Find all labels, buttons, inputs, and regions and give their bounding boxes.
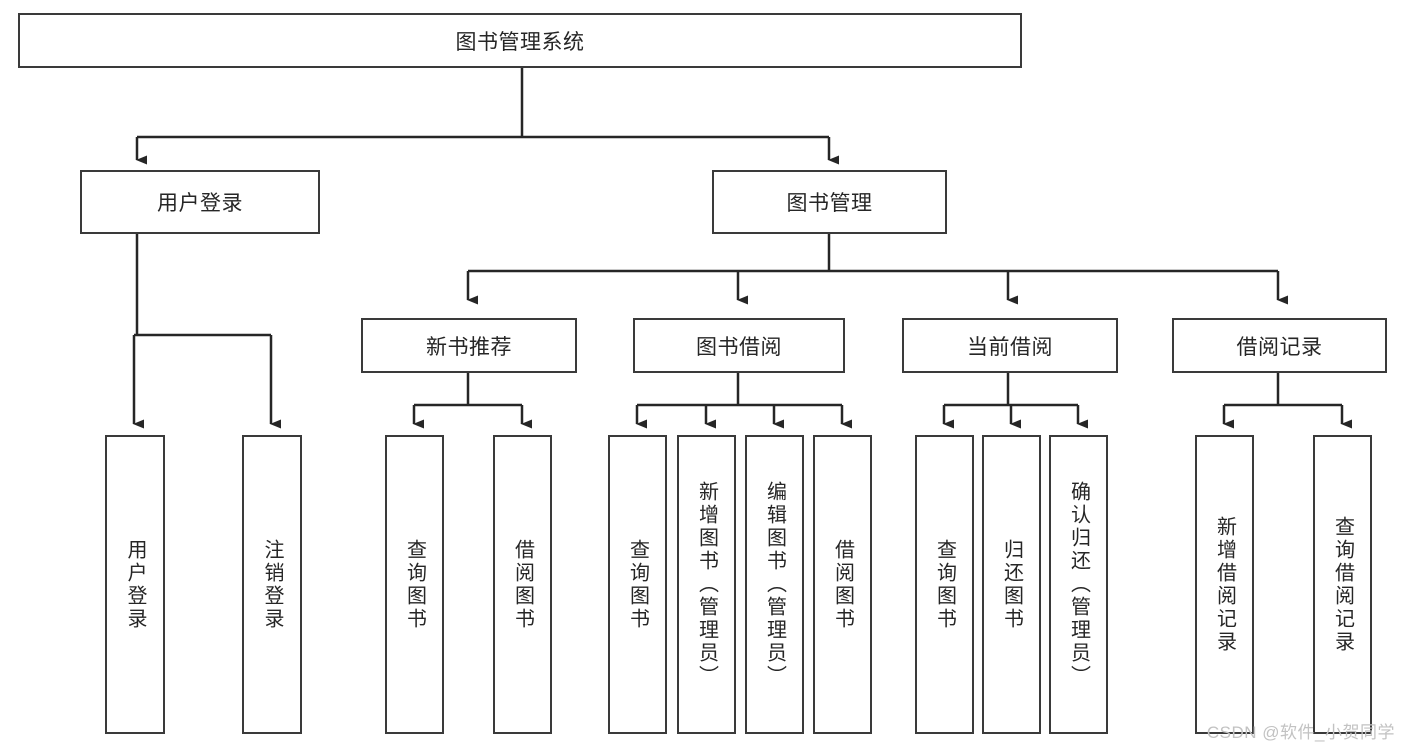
node-label: 图书借阅	[696, 335, 782, 359]
node-label: 查询图书	[626, 538, 649, 631]
node-book-borrow[interactable]: 图书借阅	[633, 318, 845, 373]
leaf-current-borrow-return[interactable]: 归还图书	[982, 435, 1041, 734]
leaf-book-borrow-edit[interactable]: 编辑图书（管理员）	[745, 435, 804, 734]
node-user-login[interactable]: 用户登录	[80, 170, 320, 234]
node-label: 查询借阅记录	[1331, 515, 1354, 654]
node-new-book-recommend[interactable]: 新书推荐	[361, 318, 577, 373]
node-label: 确认归还（管理员）	[1067, 481, 1090, 688]
node-label: 借阅图书	[831, 538, 854, 631]
leaf-user-login-logout[interactable]: 注销登录	[242, 435, 302, 734]
leaf-book-borrow-add[interactable]: 新增图书（管理员）	[677, 435, 736, 734]
node-root-library-system[interactable]: 图书管理系统	[18, 13, 1022, 68]
leaf-new-book-query[interactable]: 查询图书	[385, 435, 444, 734]
node-label: 图书管理系统	[455, 30, 585, 54]
leaf-borrow-record-add[interactable]: 新增借阅记录	[1195, 435, 1254, 734]
node-borrow-record[interactable]: 借阅记录	[1172, 318, 1387, 373]
node-label: 新增图书（管理员）	[695, 481, 718, 688]
node-current-borrow[interactable]: 当前借阅	[902, 318, 1118, 373]
node-label: 借阅图书	[511, 538, 534, 631]
node-label: 用户登录	[124, 538, 146, 631]
leaf-current-borrow-confirm-return[interactable]: 确认归还（管理员）	[1049, 435, 1108, 734]
leaf-borrow-record-query[interactable]: 查询借阅记录	[1313, 435, 1372, 734]
leaf-current-borrow-query[interactable]: 查询图书	[915, 435, 974, 734]
leaf-book-borrow-query[interactable]: 查询图书	[608, 435, 667, 734]
node-label: 新增借阅记录	[1213, 515, 1236, 654]
node-label: 新书推荐	[426, 335, 512, 359]
node-label: 用户登录	[157, 192, 243, 215]
node-label: 当前借阅	[967, 335, 1053, 359]
node-label: 注销登录	[261, 538, 283, 631]
leaf-user-login-login[interactable]: 用户登录	[105, 435, 165, 734]
node-label: 图书管理	[786, 192, 873, 215]
node-label: 查询图书	[403, 538, 426, 631]
node-book-management[interactable]: 图书管理	[712, 170, 947, 234]
leaf-book-borrow-borrow[interactable]: 借阅图书	[813, 435, 872, 734]
node-label: 借阅记录	[1236, 335, 1323, 359]
leaf-new-book-borrow[interactable]: 借阅图书	[493, 435, 552, 734]
node-label: 归还图书	[1000, 538, 1023, 631]
node-label: 查询图书	[933, 538, 956, 631]
node-label: 编辑图书（管理员）	[763, 481, 786, 688]
